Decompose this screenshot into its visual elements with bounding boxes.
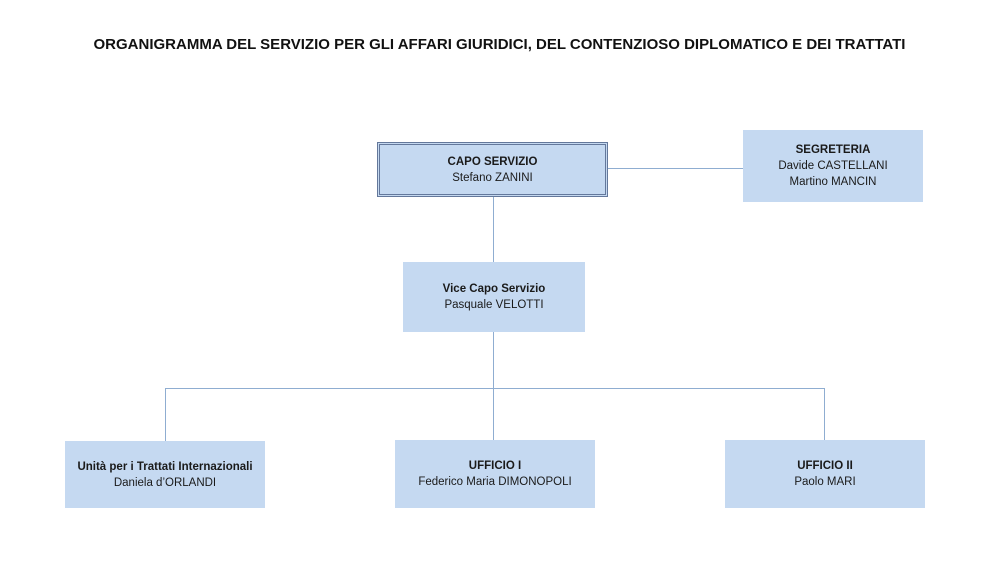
connector-drop-ufficio2 xyxy=(824,388,825,440)
org-box-person: Federico Maria DIMONOPOLI xyxy=(418,476,572,488)
org-box-person: Paolo MARI xyxy=(794,476,856,488)
org-box-title: UFFICIO II xyxy=(797,460,853,472)
org-box-person: Stefano ZANINI xyxy=(452,171,533,184)
org-box-segreteria: SEGRETERIA Davide CASTELLANI Martino MAN… xyxy=(743,130,923,202)
org-box-vice-capo-servizio: Vice Capo Servizio Pasquale VELOTTI xyxy=(403,262,585,332)
org-box-title: SEGRETERIA xyxy=(795,144,871,156)
org-box-person: Pasquale VELOTTI xyxy=(444,299,544,311)
org-box-person: Martino MANCIN xyxy=(789,176,877,188)
org-box-person: Davide CASTELLANI xyxy=(778,160,888,172)
connector-horizontal-bus xyxy=(165,388,825,389)
org-box-capo-servizio: CAPO SERVIZIO Stefano ZANINI xyxy=(377,142,608,197)
org-box-person: Daniela d’ORLANDI xyxy=(113,476,217,489)
page-title: ORGANIGRAMMA DEL SERVIZIO PER GLI AFFARI… xyxy=(93,36,906,53)
org-box-title: UFFICIO I xyxy=(468,460,522,472)
org-box-title: Unità per i Trattati Internazionali xyxy=(77,460,253,473)
connector-drop-unita xyxy=(165,388,166,441)
org-box-title: Vice Capo Servizio xyxy=(442,283,546,295)
org-box-unita-trattati-internazionali: Unità per i Trattati Internazionali Dani… xyxy=(65,441,265,508)
connector-drop-ufficio1 xyxy=(493,388,494,440)
org-box-ufficio-2: UFFICIO II Paolo MARI xyxy=(725,440,925,508)
connector-vice-to-bus xyxy=(493,332,494,388)
org-box-ufficio-1: UFFICIO I Federico Maria DIMONOPOLI xyxy=(395,440,595,508)
connector-capo-segreteria xyxy=(608,168,743,169)
org-box-title: CAPO SERVIZIO xyxy=(447,155,538,168)
connector-capo-vice xyxy=(493,197,494,262)
